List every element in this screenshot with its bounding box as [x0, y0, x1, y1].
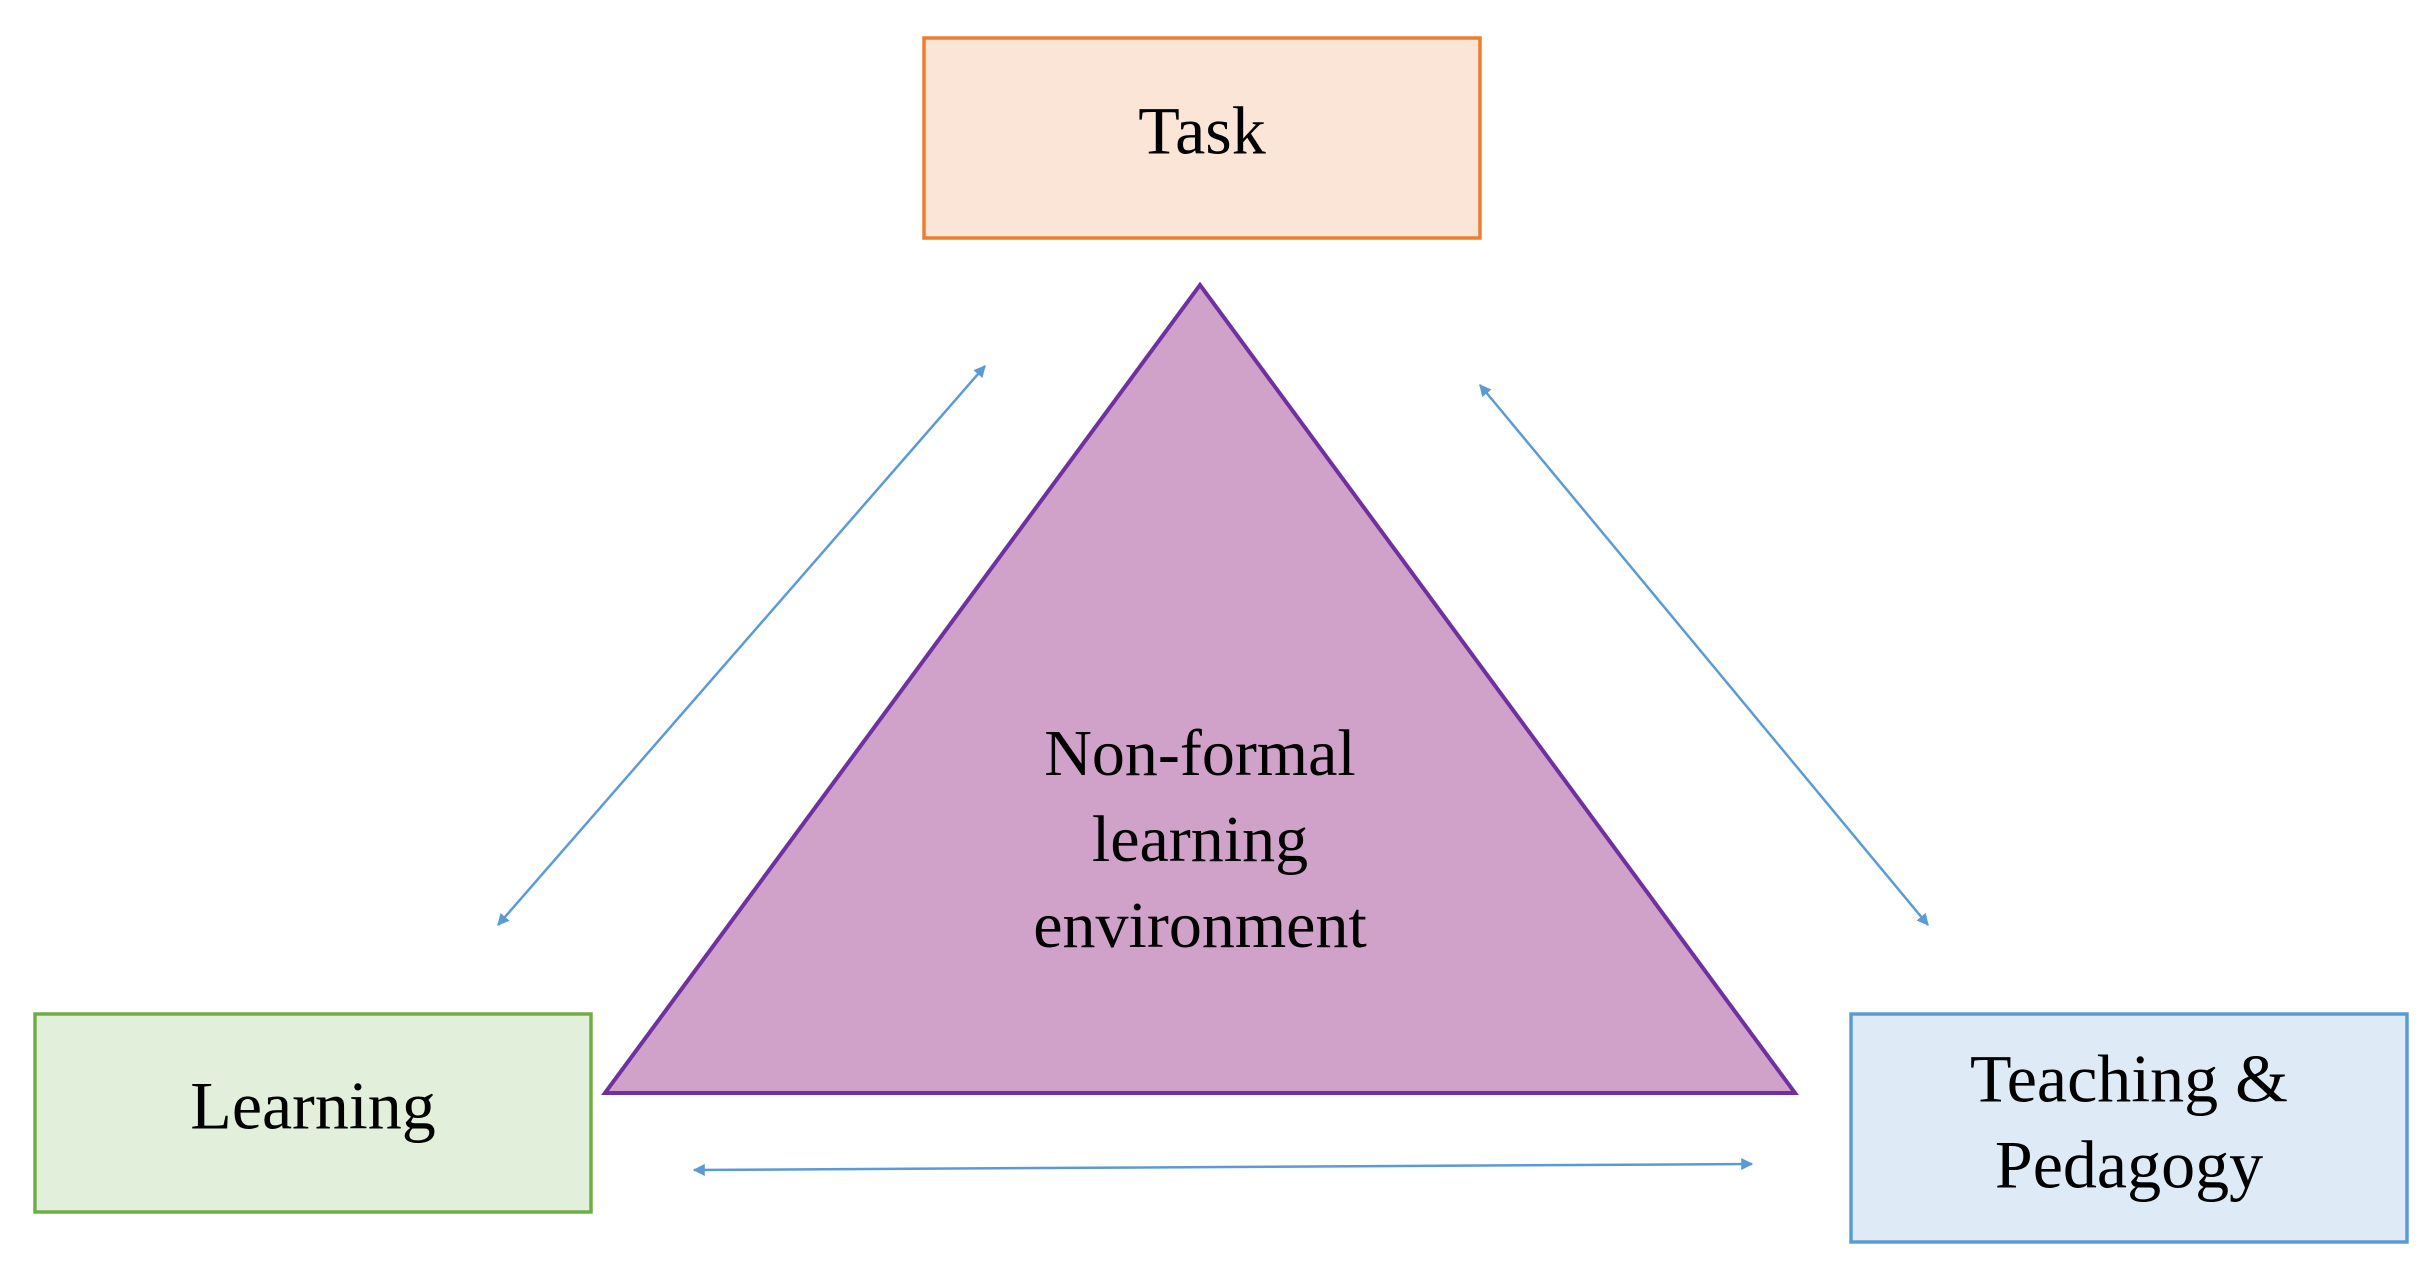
arrow-learning-task	[497, 365, 986, 926]
teaching-pedagogy-node: Teaching & Pedagogy	[1849, 1012, 2409, 1244]
teaching-pedagogy-box	[1849, 1012, 2409, 1244]
center-label-line2: learning	[1092, 803, 1308, 876]
learning-label: Learning	[190, 1068, 435, 1144]
teaching-pedagogy-label-line1: Teaching &	[1970, 1041, 2288, 1117]
task-box	[922, 36, 1482, 240]
task-label: Task	[1138, 93, 1265, 169]
center-triangle	[601, 281, 1799, 1095]
center-triangle-group: Non-formal learning environment	[601, 281, 1799, 1095]
arrow-learning-teaching	[692, 1158, 1754, 1176]
teaching-pedagogy-label-line2: Pedagogy	[1995, 1127, 2263, 1203]
learning-box	[33, 1012, 593, 1214]
task-node: Task	[922, 36, 1482, 240]
arrow-task-teaching	[1479, 384, 1929, 926]
learning-node: Learning	[33, 1012, 593, 1214]
center-label-line1: Non-formal	[1044, 717, 1356, 790]
center-label-line3: environment	[1033, 889, 1367, 962]
